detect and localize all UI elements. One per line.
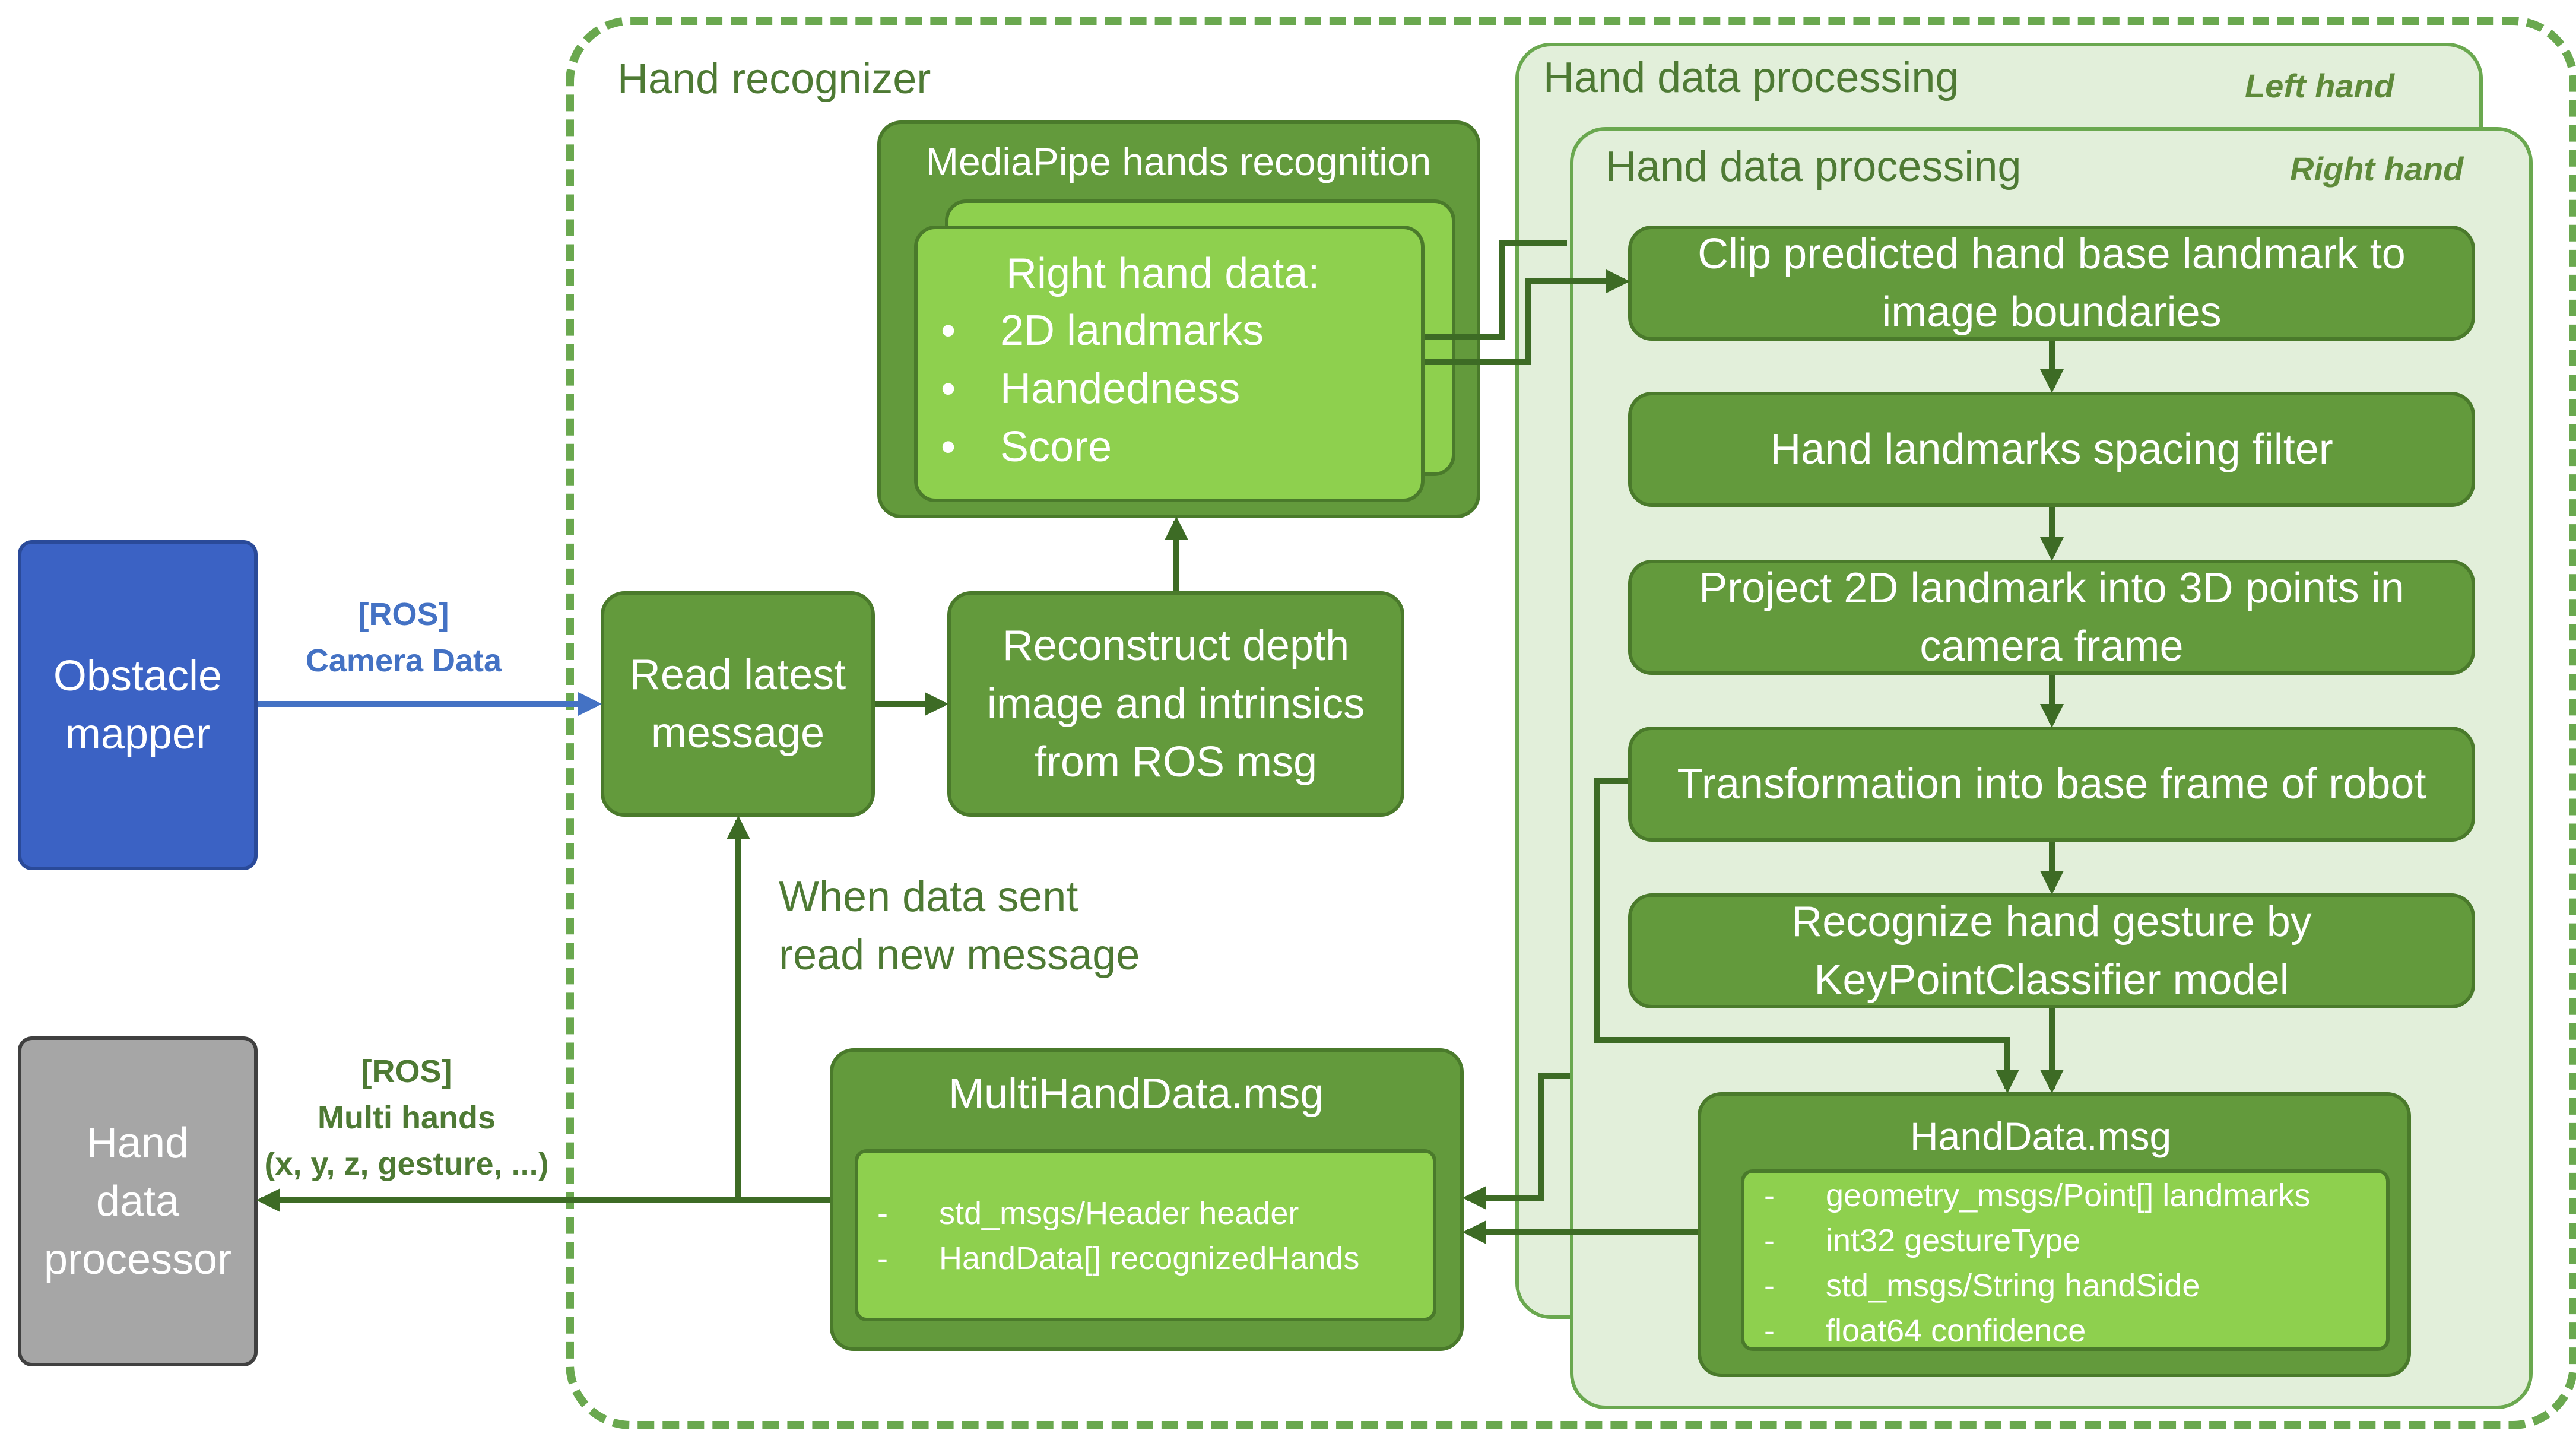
reconstruct-line-2: image and intrinsics — [986, 680, 1365, 728]
loop-note-line-1: When data sent — [779, 873, 1078, 921]
loop-note: When data sent read new message — [779, 868, 1140, 984]
arrow-mediapipe-to-left-panel — [1425, 240, 1567, 340]
step-project-line-2: camera frame — [1920, 623, 2184, 670]
multi-hand-field-recognized-hands: HandData[] recognizedHands — [877, 1236, 1360, 1281]
step-recognize-line-2: KeyPointClassifier model — [1814, 956, 2289, 1004]
step-recognize-line-1: Recognize hand gesture by — [1791, 898, 2312, 946]
mediapipe-item-handedness: Handedness — [941, 364, 1240, 413]
processor-line-2: data — [96, 1178, 180, 1225]
multi-hands-link-detail: (x, y, z, gesture, ...) — [264, 1146, 549, 1182]
hand-data-field-hand-side: std_msgs/String handSide — [1764, 1263, 2200, 1308]
left-panel-title: Hand data processing — [1543, 54, 1959, 102]
hand-data-field-gesture-type: int32 gestureType — [1764, 1218, 2080, 1263]
multi-hand-field-header: std_msgs/Header header — [877, 1191, 1299, 1236]
hand-data-msg-title: HandData.msg — [1910, 1114, 2172, 1158]
right-hand-data-heading: Right hand data: — [1006, 250, 1320, 297]
step-transform-line-1: Transformation into base frame of robot — [1677, 760, 2426, 808]
multi-hand-data-msg-title: MultiHandData.msg — [948, 1070, 1324, 1118]
hand-recognizer-title: Hand recognizer — [617, 55, 931, 103]
step-project-line-1: Project 2D landmark into 3D points in — [1699, 564, 2404, 612]
obstacle-mapper-line-1: Obstacle — [53, 652, 223, 700]
obstacle-mapper-box: Obstacle mapper — [18, 540, 258, 870]
step-clip-line-1: Clip predicted hand base landmark to — [1698, 230, 2406, 278]
processor-line-3: processor — [43, 1236, 232, 1283]
step-recognize-gesture: Recognize hand gesture by KeyPointClassif… — [1628, 893, 2475, 1008]
hand-data-field-landmarks: geometry_msgs/Point[] landmarks — [1764, 1173, 2310, 1218]
step-transform-base-frame: Transformation into base frame of robot — [1628, 727, 2475, 842]
read-latest-message-box: Read latest message — [601, 591, 875, 817]
mediapipe-item-score: Score — [941, 423, 1112, 471]
loop-note-line-2: read new message — [779, 931, 1140, 979]
arrow-left-panel-to-multimsg — [1463, 1073, 1570, 1210]
step-project-3d: Project 2D landmark into 3D points in cam… — [1628, 560, 2475, 675]
step-clip-line-2: image boundaries — [1882, 288, 2222, 336]
obstacle-mapper-line-2: mapper — [65, 711, 211, 758]
arrow-transform-to-handmsg — [1594, 778, 2019, 1093]
step-clip-landmark: Clip predicted hand base landmark to imag… — [1628, 226, 2475, 341]
hand-data-field-confidence: float64 confidence — [1764, 1308, 2086, 1353]
right-hand-tag: Right hand — [2290, 150, 2464, 188]
right-hand-data-card — [914, 226, 1425, 502]
multi-hands-link-text: Multi hands — [318, 1100, 496, 1135]
step-spacing-filter: Hand landmarks spacing filter — [1628, 392, 2475, 507]
hand-recognizer-container — [566, 17, 2576, 1429]
right-panel-title: Hand data processing — [1606, 143, 2022, 191]
camera-link-text: Camera Data — [305, 643, 502, 678]
reconstruct-line-3: from ROS msg — [1034, 738, 1318, 786]
multi-hands-link-tag: [ROS] — [361, 1054, 452, 1089]
multi-hands-link-label: [ROS] Multi hands (x, y, z, gesture, ...… — [261, 1048, 552, 1187]
left-hand-tag: Left hand — [2245, 67, 2394, 104]
processor-line-1: Hand — [86, 1119, 189, 1167]
read-latest-line-2: message — [651, 709, 825, 757]
reconstruct-depth-box: Reconstruct depth image and intrinsics fro… — [947, 591, 1404, 817]
reconstruct-line-1: Reconstruct depth — [1002, 622, 1350, 670]
camera-data-link-label: [ROS] Camera Data — [261, 591, 546, 684]
mediapipe-title: MediaPipe hands recognition — [926, 139, 1432, 183]
hand-data-processor-box: Hand data processor — [18, 1036, 258, 1366]
mediapipe-item-landmarks: 2D landmarks — [941, 306, 1264, 355]
step-spacing-line-1: Hand landmarks spacing filter — [1770, 426, 2333, 473]
arrow-mediapipe-to-clip — [1425, 269, 1630, 365]
camera-link-tag: [ROS] — [358, 597, 449, 632]
read-latest-line-1: Read latest — [629, 651, 846, 699]
